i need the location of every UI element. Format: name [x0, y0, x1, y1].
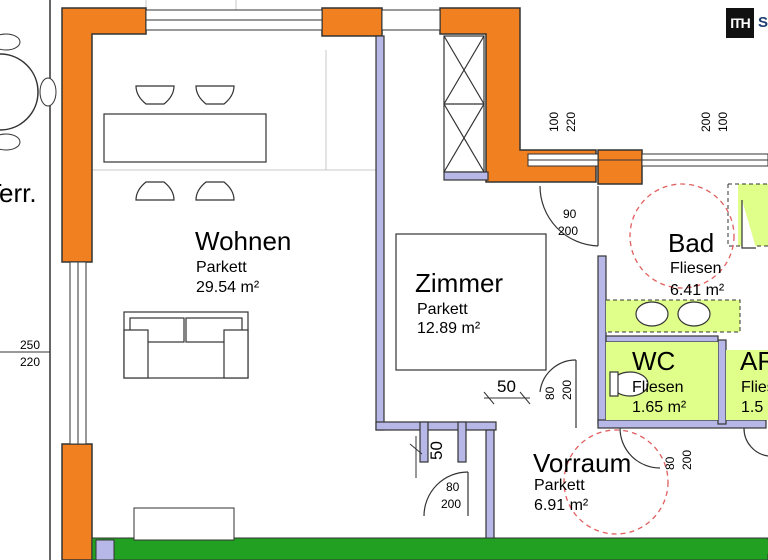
zimmer-floor: Parkett: [417, 301, 468, 318]
highlight-zones: [606, 183, 768, 420]
bad-name: Bad: [668, 228, 715, 258]
wardrobe: [443, 35, 489, 181]
window-frame-lines: [77, 19, 768, 444]
sofa: [123, 311, 249, 379]
wohnen-name: Wohnen: [195, 226, 292, 256]
door-entry-height: 200: [441, 497, 462, 511]
wohnen-area: 29.54 m²: [196, 279, 260, 296]
sideboard: [133, 507, 235, 541]
zimmer-name: Zimmer: [415, 268, 504, 298]
wc-floor: Fliesen: [632, 379, 684, 396]
sink-right: [677, 301, 711, 327]
zimmer-area: 12.89 m²: [417, 320, 481, 337]
terrace-dim-top: 250: [20, 338, 41, 352]
bad-floor: Fliesen: [670, 260, 722, 277]
vorraum-name: Vorraum: [533, 448, 632, 478]
terrace-chair: [39, 77, 57, 107]
wc-area: 1.65 m²: [632, 399, 687, 416]
terrace-dim-bottom: 220: [20, 355, 41, 369]
window-dim-b2: 100: [716, 111, 730, 132]
exterior-walls: [61, 7, 643, 560]
door-zimmer-width: 80: [543, 386, 557, 400]
terrace-table: [0, 53, 39, 131]
vorraum-floor: Parkett: [534, 477, 585, 494]
ar-name: AR: [740, 346, 768, 376]
turning-circles: [563, 183, 735, 535]
sanitary-fixtures: [609, 200, 756, 397]
terrace-area: [0, 0, 57, 560]
door-wc-height: 200: [680, 449, 694, 470]
door-swings: [423, 185, 768, 517]
door-zimmer-height: 200: [560, 379, 574, 400]
vorraum-area: 6.91 m²: [534, 497, 589, 514]
window-dim-b1: 200: [699, 111, 713, 132]
window-dim-a2: 220: [564, 111, 578, 132]
company-logo-partial: S: [758, 14, 768, 31]
ar-area: 1.5: [741, 399, 764, 416]
dining-set: [103, 85, 267, 201]
bottom-wall: [91, 537, 768, 560]
window-dim-a1: 100: [547, 111, 561, 132]
door-entry-width: 80: [446, 480, 460, 494]
door-bad-width: 90: [563, 207, 577, 221]
ar-floor: Flies: [741, 379, 768, 396]
door-zimmer-offset: 50: [497, 377, 516, 396]
door-bad-height: 200: [558, 224, 579, 238]
company-logo: ITH: [726, 8, 754, 38]
dimension-ticks: [409, 391, 531, 478]
terrace-label: Terr.: [0, 178, 37, 208]
door-wc-width: 80: [663, 456, 677, 470]
wohnen-floor: Parkett: [196, 259, 247, 276]
shower-arc: [741, 200, 756, 249]
bad-area: 6.41 m²: [670, 282, 725, 299]
door-entry-offset: 50: [427, 441, 446, 460]
dining-table: [103, 113, 267, 163]
sink-left: [635, 301, 669, 327]
wc-name: WC: [632, 346, 676, 376]
bed: [395, 233, 547, 371]
